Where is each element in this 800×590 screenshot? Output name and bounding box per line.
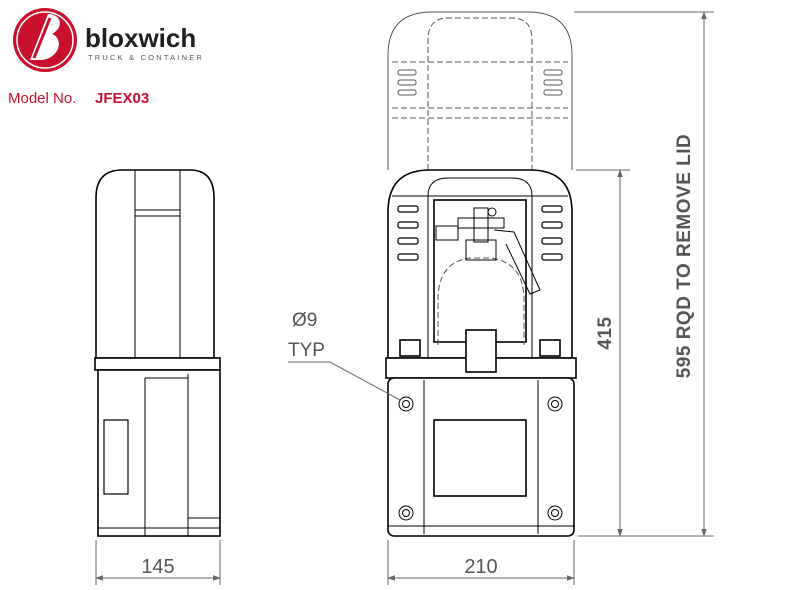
dim-side-width: 145	[95, 540, 221, 585]
side-width-value: 145	[141, 556, 174, 578]
side-label-recess	[103, 419, 129, 495]
right-hinge	[539, 339, 561, 357]
model-label: Model No.	[8, 90, 76, 107]
front-base	[385, 329, 577, 537]
dim-body-height: 415	[576, 169, 714, 537]
hole-diameter-label: Ø9	[292, 310, 317, 331]
body-height-value: 415	[595, 316, 616, 349]
side-view	[94, 169, 221, 537]
mounting-hole-top-right	[547, 396, 563, 412]
bloxwich-logo: bloxwich TRUCK & CONTAINER	[13, 8, 204, 72]
front-lid	[387, 169, 573, 359]
front-label-panel	[433, 419, 527, 497]
left-hinge	[399, 339, 421, 357]
mounting-hole-bottom-right	[547, 505, 563, 521]
lid-window	[433, 199, 527, 343]
model-number: JFEX03	[95, 90, 149, 107]
mounting-hole-bottom-left	[398, 505, 414, 521]
side-lid	[95, 169, 215, 359]
brand-name: bloxwich	[85, 23, 196, 53]
hole-typ-label: TYP	[288, 340, 325, 361]
side-base	[97, 369, 221, 537]
fire-extinguisher-icon	[435, 207, 541, 345]
lid-removal-envelope	[387, 11, 573, 170]
front-latch	[465, 329, 497, 373]
side-hinge-band	[94, 357, 221, 371]
front-width-value: 210	[464, 556, 497, 578]
dim-front-width: 210	[387, 540, 575, 585]
brand-tagline: TRUCK & CONTAINER	[88, 53, 204, 62]
dim-lid-clearance: 595 RQD TO REMOVE LID	[574, 11, 714, 537]
hole-callout: Ø9 TYP	[288, 310, 401, 401]
mounting-hole-top-left	[398, 396, 414, 412]
lid-clearance-value: 595 RQD TO REMOVE LID	[674, 134, 695, 379]
